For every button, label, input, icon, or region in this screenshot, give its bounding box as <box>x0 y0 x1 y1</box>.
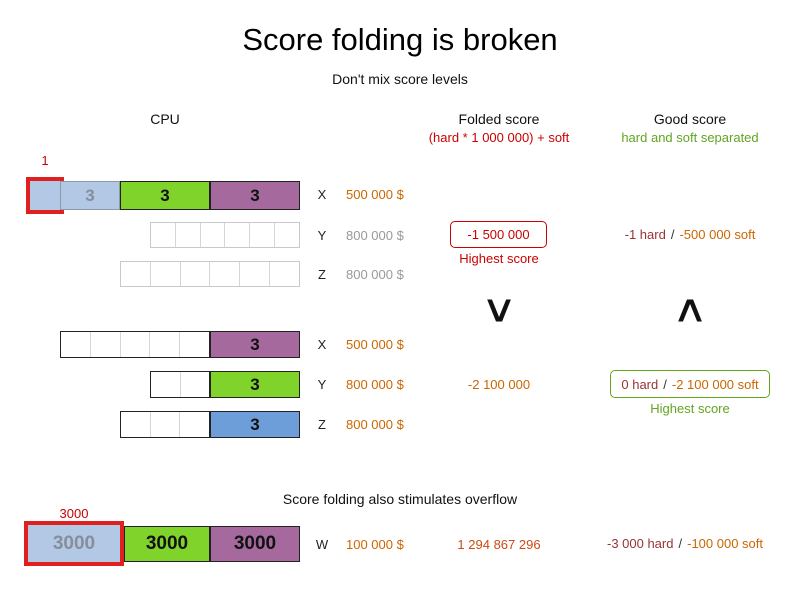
score-separator: / <box>670 227 675 242</box>
empty-slot <box>201 223 226 247</box>
empty-cpu-bar-z <box>120 261 300 287</box>
subtitle-overflow: Score folding also stimulates overflow <box>282 491 518 507</box>
cpu-label-x: X <box>317 337 327 352</box>
empty-slot <box>180 412 209 437</box>
cpu-bar-z2-empty-part <box>120 411 210 438</box>
task-cell-blue: 3 <box>60 181 120 210</box>
empty-slot <box>181 372 210 397</box>
cpu-cost-z: 800 000 $ <box>346 417 404 432</box>
task-cell-green: 3 <box>120 181 210 210</box>
highest-score-note-folded: Highest score <box>459 251 539 266</box>
empty-slot <box>151 223 176 247</box>
good-score-line: -1 hard / -500 000 soft <box>590 227 790 242</box>
task-cell-blue: 3 <box>210 411 300 438</box>
overflow-count-label: 1 <box>41 153 49 168</box>
cpu-label-y: Y <box>317 228 327 243</box>
cpu-bar-y2-empty-part <box>150 371 210 398</box>
empty-slot <box>250 223 276 247</box>
task-cell-purple: 3 <box>210 181 300 210</box>
cpu-cost-x: 500 000 $ <box>346 187 404 202</box>
good-score-hard: 0 hard <box>621 376 659 392</box>
cpu-cost-x: 500 000 $ <box>346 337 404 352</box>
folded-score-box: -1 500 000 <box>450 221 547 248</box>
folded-score-formula: (hard * 1 000 000) + soft <box>428 130 570 145</box>
empty-slot <box>240 262 271 286</box>
empty-slot <box>150 332 181 357</box>
empty-slot <box>151 412 181 437</box>
task-cell-purple: 3 <box>210 331 300 358</box>
cpu-cost-w: 100 000 $ <box>346 537 404 552</box>
score-separator: / <box>663 376 667 392</box>
empty-slot <box>180 332 209 357</box>
empty-slot <box>121 412 151 437</box>
column-header-good-score: Good score <box>653 111 727 127</box>
empty-slot <box>225 223 251 247</box>
folded-score-value: -2 100 000 <box>467 377 531 392</box>
cpu-cost-y: 800 000 $ <box>346 377 404 392</box>
cpu-cost-y: 800 000 $ <box>346 228 404 243</box>
good-score-box: 0 hard / -2 100 000 soft <box>610 370 770 398</box>
cpu-bar-x2-empty-part <box>60 331 210 358</box>
good-score-line: -3 000 hard / -100 000 soft <box>580 536 790 551</box>
empty-slot <box>151 372 181 397</box>
less-than-comparison-icon: ∨ <box>480 288 518 330</box>
empty-slot <box>275 223 299 247</box>
empty-slot <box>121 332 151 357</box>
empty-slot <box>270 262 299 286</box>
good-score-soft: -2 100 000 soft <box>671 376 759 392</box>
good-score-formula: hard and soft separated <box>621 130 759 145</box>
score-separator: / <box>678 536 683 551</box>
empty-slot <box>176 223 201 247</box>
overflow-slot-highlight <box>26 177 64 214</box>
good-score-hard: -1 hard <box>624 227 666 242</box>
task-cell-green: 3000 <box>124 526 210 562</box>
good-score-soft: -100 000 soft <box>687 536 763 551</box>
task-cell-green: 3 <box>210 371 300 398</box>
overflow-count-label: 3000 <box>59 506 89 521</box>
overflow-slot-highlight: 3000 <box>24 521 124 566</box>
page-title: Score folding is broken <box>242 22 558 57</box>
empty-slot <box>61 332 91 357</box>
cpu-cost-z: 800 000 $ <box>346 267 404 282</box>
folded-score-overflowed-value: 1 294 867 296 <box>457 537 541 552</box>
empty-slot <box>181 262 211 286</box>
empty-slot <box>151 262 181 286</box>
column-header-folded-score: Folded score <box>458 111 540 127</box>
good-score-soft: -500 000 soft <box>679 227 756 242</box>
empty-cpu-bar-y <box>150 222 300 248</box>
cpu-label-z: Z <box>318 417 326 432</box>
cpu-label-y: Y <box>317 377 327 392</box>
highest-score-note-good: Highest score <box>650 401 730 416</box>
greater-than-comparison-icon: ∧ <box>671 288 709 330</box>
cpu-label-x: X <box>317 187 327 202</box>
empty-slot <box>91 332 121 357</box>
task-cell-purple: 3000 <box>210 526 300 562</box>
cpu-label-w: W <box>315 537 329 552</box>
subtitle-dont-mix: Don't mix score levels <box>332 71 468 87</box>
cpu-label-z: Z <box>318 267 326 282</box>
empty-slot <box>121 262 151 286</box>
column-header-cpu: CPU <box>150 111 180 127</box>
good-score-hard: -3 000 hard <box>606 536 674 551</box>
empty-slot <box>210 262 241 286</box>
